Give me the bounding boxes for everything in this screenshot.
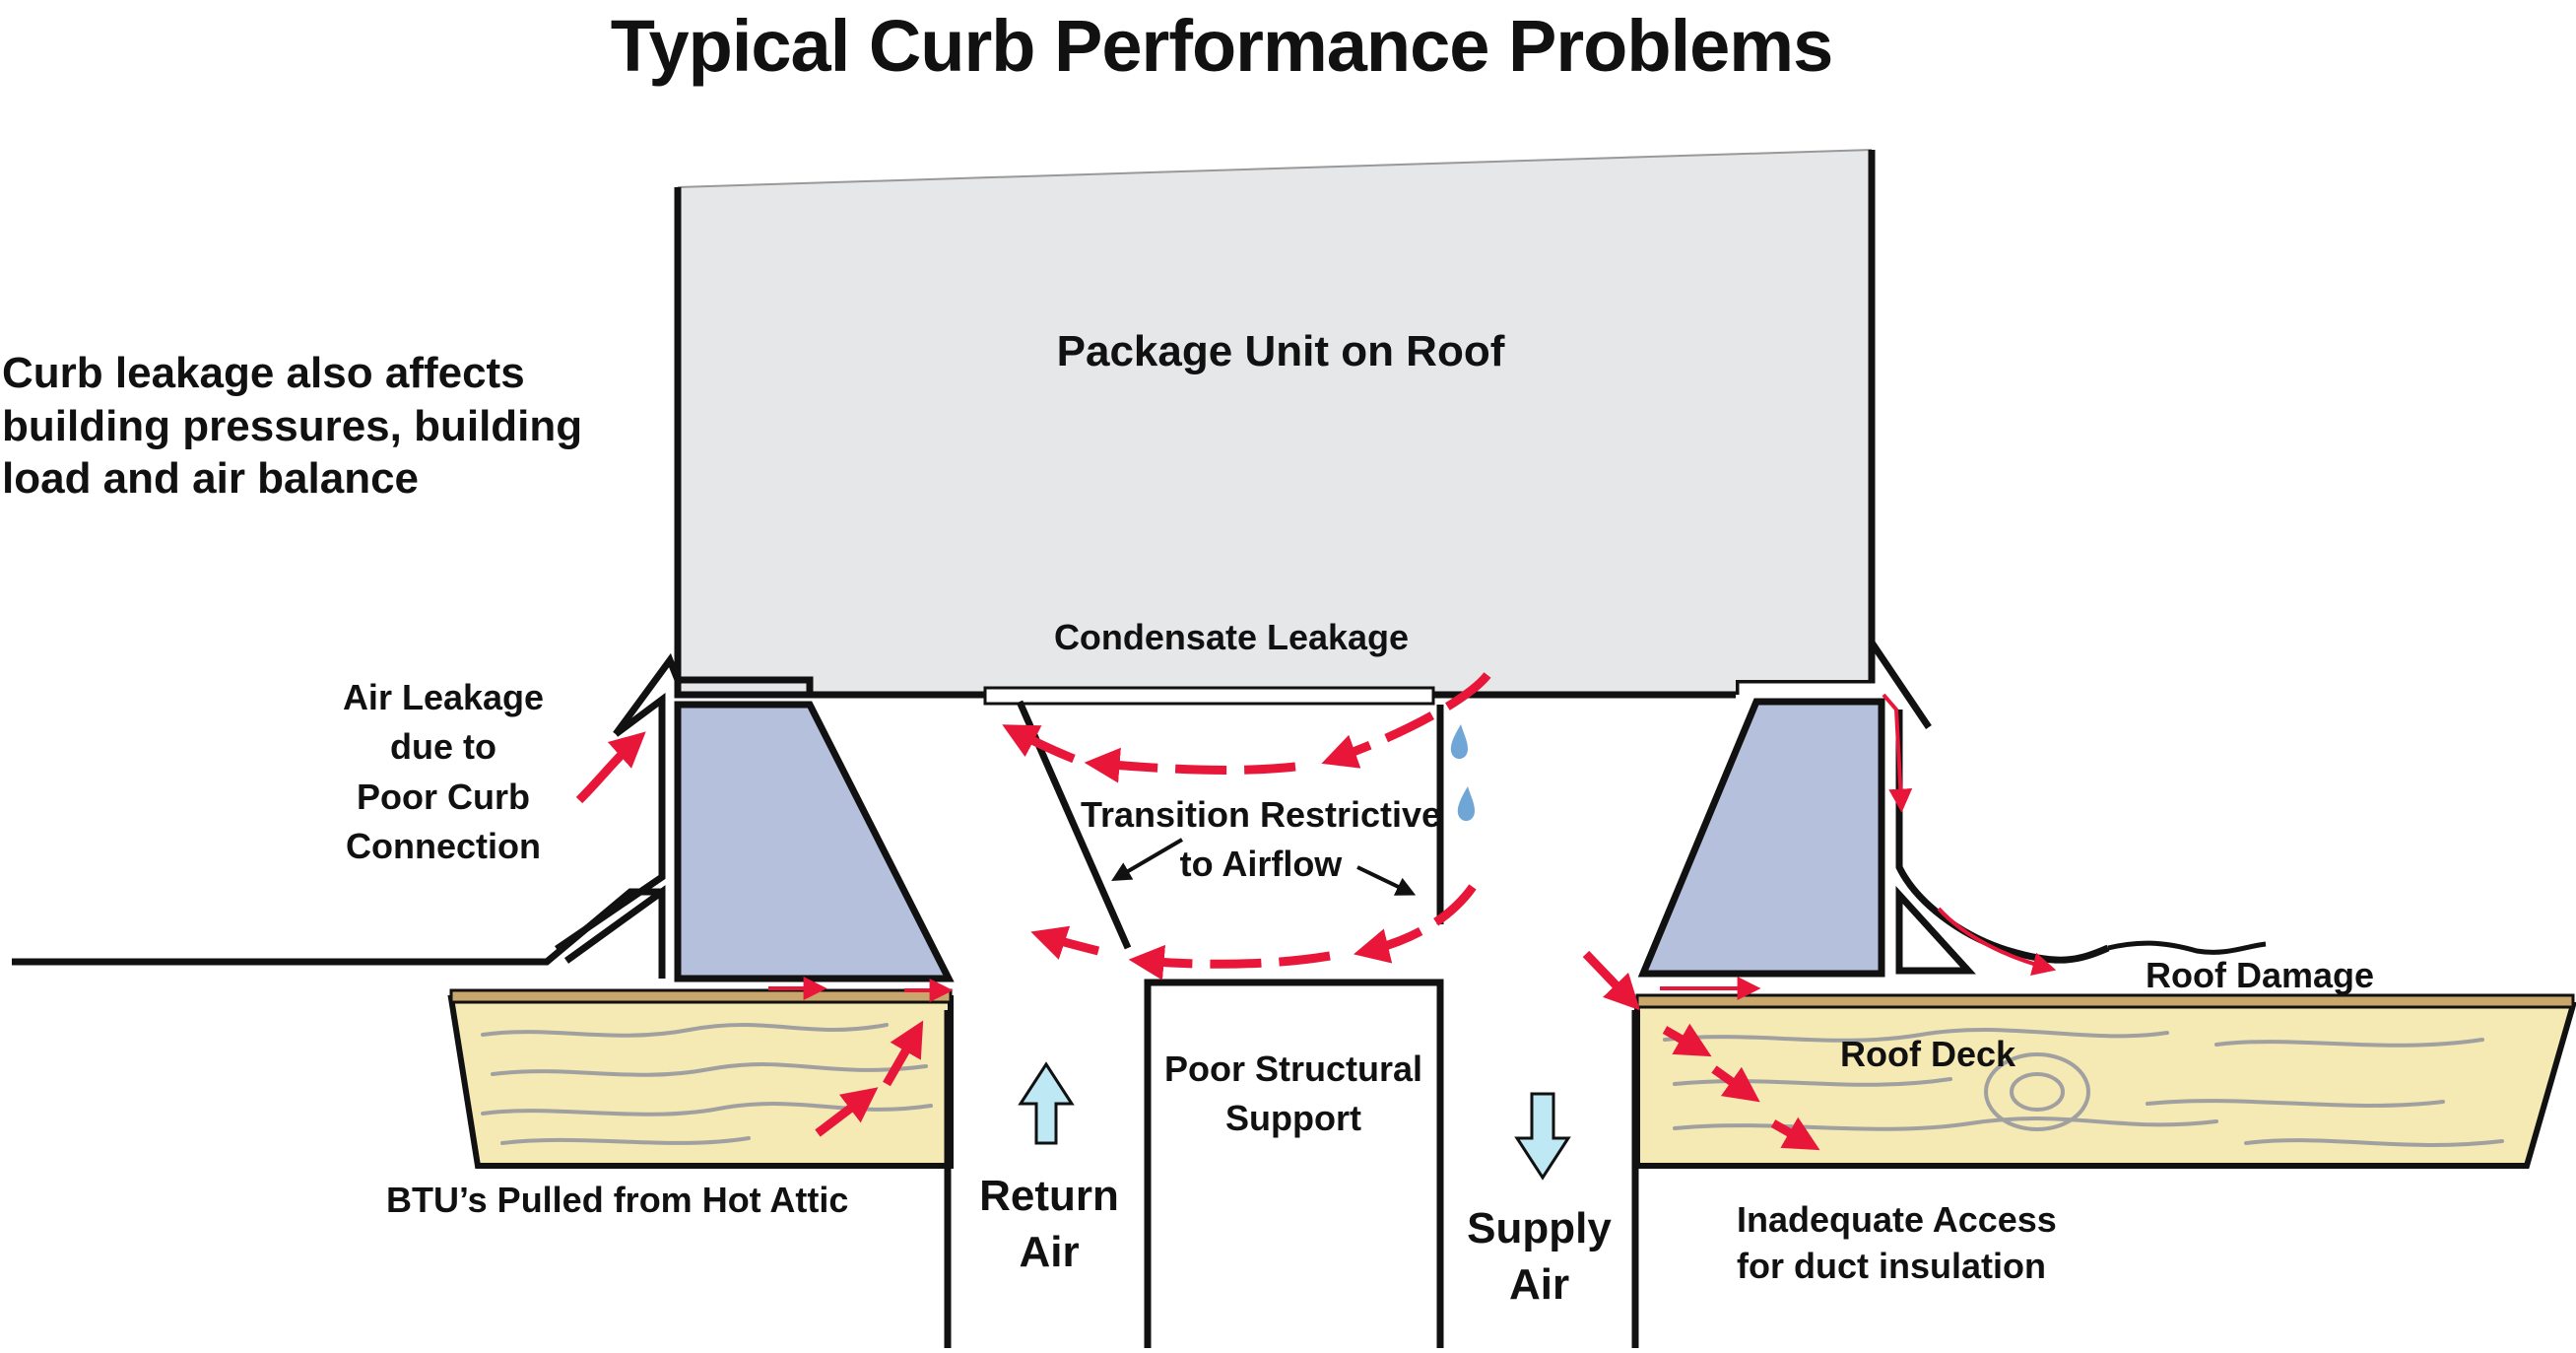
wood-grain — [481, 1023, 2504, 1147]
package-unit-label: Package Unit on Roof — [1056, 327, 1505, 375]
transition-label: Transition Restrictive to Airflow — [1080, 794, 1442, 885]
right-curb — [1637, 641, 2267, 978]
left-curb — [555, 652, 955, 982]
package-unit — [674, 149, 1876, 706]
poor-support-label: Poor Structural Support — [1163, 1049, 1423, 1139]
supply-air-label: Supply Air — [1467, 1204, 1612, 1310]
left-roof-line — [12, 888, 662, 966]
condensate-drop-icon — [1450, 724, 1475, 822]
return-air-label: Return Air — [979, 1172, 1119, 1277]
supply-air-down-arrow — [1514, 1092, 1571, 1181]
condensate-label: Condensate Leakage — [1053, 617, 1410, 657]
note-text: Curb leakage also affects building press… — [2, 349, 583, 504]
roof-damage-label: Roof Damage — [2146, 955, 2375, 995]
air-leak-arrow — [575, 672, 1820, 1151]
duct-walls — [944, 979, 1639, 1348]
air-leakage-label: Air Leakage due to Poor Curb Connection — [342, 677, 545, 867]
btu-label: BTU’s Pulled from Hot Attic — [386, 1180, 849, 1220]
page-title: Typical Curb Performance Problems — [610, 5, 1833, 87]
return-air-up-arrow — [1018, 1061, 1075, 1145]
roof-deck-label: Roof Deck — [1840, 1034, 2016, 1074]
air-leak-arrow-small — [768, 693, 2057, 1002]
pointer-arrow — [1111, 838, 1417, 896]
access-label: Inadequate Access for duct insulation — [1737, 1199, 2057, 1286]
